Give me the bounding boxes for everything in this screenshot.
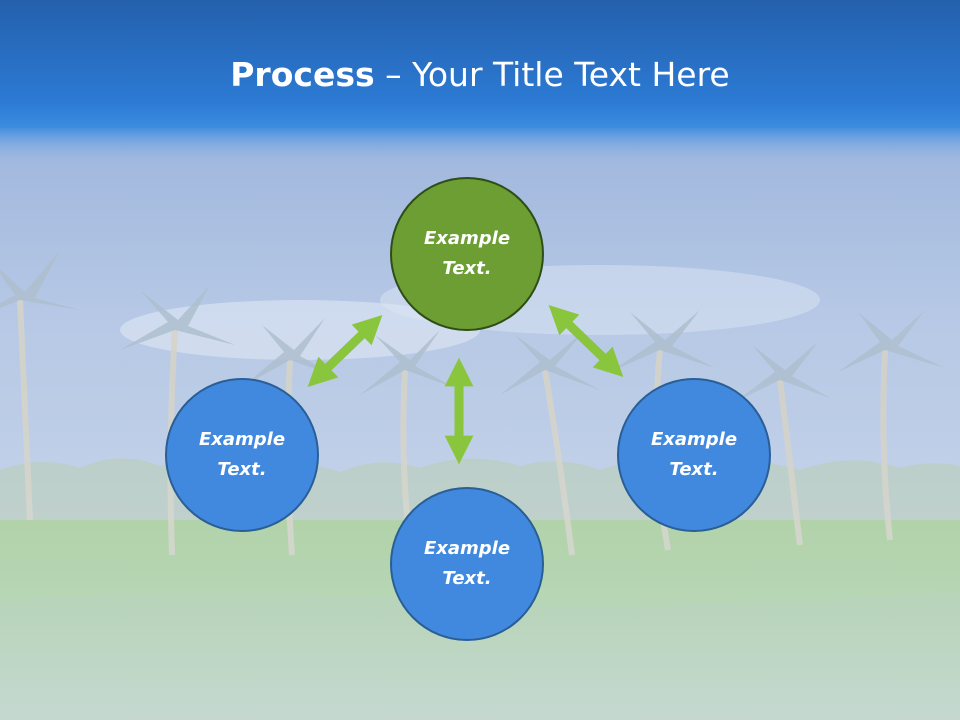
slide-title: Process – Your Title Text Here bbox=[0, 54, 960, 96]
node-top-text: Example Text. bbox=[423, 228, 511, 279]
title-rest: – Your Title Text Here bbox=[374, 55, 730, 94]
node-right-text: Example Text. bbox=[650, 429, 738, 480]
node-bottom-text: Example Text. bbox=[423, 538, 511, 589]
title-bold: Process bbox=[230, 55, 375, 94]
node-left-text: Example Text. bbox=[198, 429, 286, 480]
node-bottom: Example Text. bbox=[390, 487, 544, 641]
node-right: Example Text. bbox=[617, 378, 771, 532]
node-left: Example Text. bbox=[165, 378, 319, 532]
node-top: Example Text. bbox=[390, 177, 544, 331]
